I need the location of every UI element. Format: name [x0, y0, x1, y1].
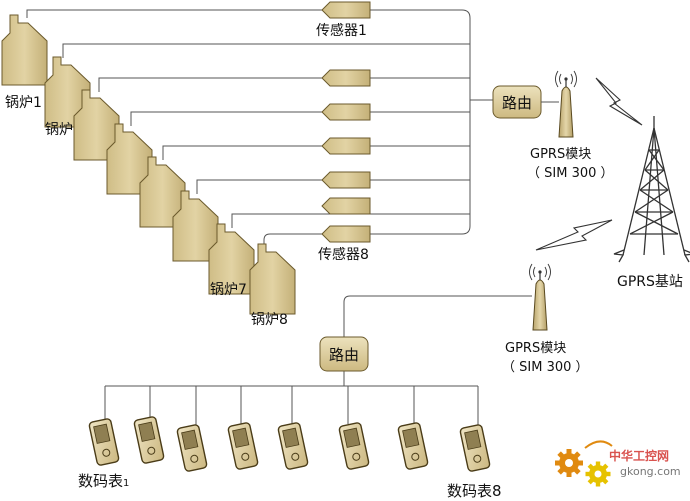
watermark-url: gkong.com	[620, 465, 681, 478]
base-station-tower	[613, 116, 690, 263]
lightning-bolt-bottom	[535, 219, 613, 251]
meter-3	[175, 423, 209, 473]
sensor-1-label: 传感器1	[316, 22, 367, 39]
sensor-2	[321, 69, 371, 87]
gear-icon	[555, 449, 583, 477]
sim-bottom-label: （ SIM 300 ）	[502, 360, 589, 375]
sensor-6	[321, 197, 371, 215]
meter-7	[396, 421, 430, 471]
boiler-1	[1, 14, 48, 86]
router-top: 路由	[492, 85, 542, 119]
gprs-module-bottom	[528, 263, 552, 331]
sim-top-label: （ SIM 300 ）	[527, 166, 614, 181]
sensor-4	[321, 137, 371, 155]
meter-wiring	[104, 295, 532, 426]
gear-icon-small	[585, 461, 611, 487]
meter-1-label: 数码表1	[78, 472, 129, 490]
base-station-label: GPRS基站	[617, 273, 683, 290]
meter-6	[337, 421, 371, 471]
watermark-name: 中华工控网	[609, 448, 669, 463]
boiler-2-label: 锅炉	[45, 122, 73, 138]
boiler-8	[249, 243, 296, 315]
boiler-8-label: 锅炉8	[251, 312, 288, 328]
sensor-7	[321, 225, 371, 243]
gprs-module-bottom-label: GPRS模块	[505, 341, 566, 356]
sensor-3	[321, 103, 371, 121]
router-bottom: 路由	[319, 336, 369, 372]
meter-8-label: 数码表8	[447, 482, 502, 500]
meter-8	[458, 423, 492, 473]
watermark-logo: 中华工控网 gkong.com	[555, 440, 681, 487]
gprs-module-top-label: GPRS模块	[530, 147, 591, 162]
boiler-7-label: 锅炉7	[210, 282, 247, 298]
gprs-module-top	[554, 70, 578, 138]
boiler-1-label: 锅炉1	[5, 95, 42, 111]
sensor-5	[321, 171, 371, 189]
meter-5	[276, 421, 310, 471]
lightning-bolt-top	[595, 77, 643, 126]
swoosh-icon	[584, 440, 613, 449]
boiler-sensor-wiring	[26, 9, 496, 256]
router-bottom-label: 路由	[329, 346, 359, 364]
router-top-label: 路由	[502, 94, 532, 112]
meter-1	[87, 417, 121, 467]
meter-2	[132, 415, 166, 465]
sensor-8-label: 传感器8	[318, 246, 369, 263]
sensor-1	[321, 1, 371, 19]
meter-4	[226, 421, 260, 471]
